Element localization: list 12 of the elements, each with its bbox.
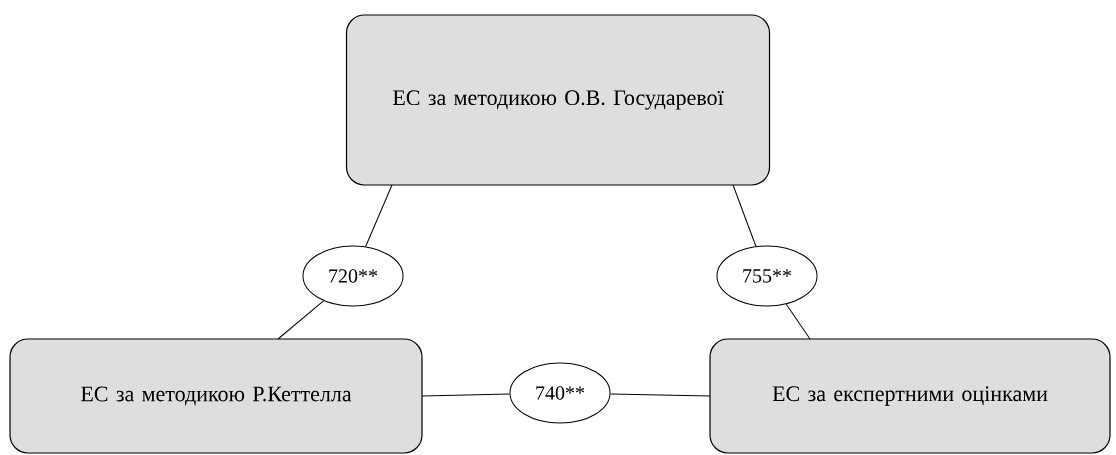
ellipse-node: 740** [509,362,611,424]
connector-line [785,303,811,340]
connector-line [732,184,757,247]
rounded-box: ЕС за методикою О.В. Государевої [345,14,771,186]
connector-line [277,300,325,340]
ellipse-node: 720** [302,245,404,307]
connector-line [365,184,393,247]
connector-line [421,393,511,397]
ellipse-node: 755** [716,245,818,307]
connector-line [610,393,711,397]
rounded-box: ЕС за експертними оцінками [709,338,1111,454]
rounded-box: ЕС за методикою Р.Кеттелла [9,338,423,454]
